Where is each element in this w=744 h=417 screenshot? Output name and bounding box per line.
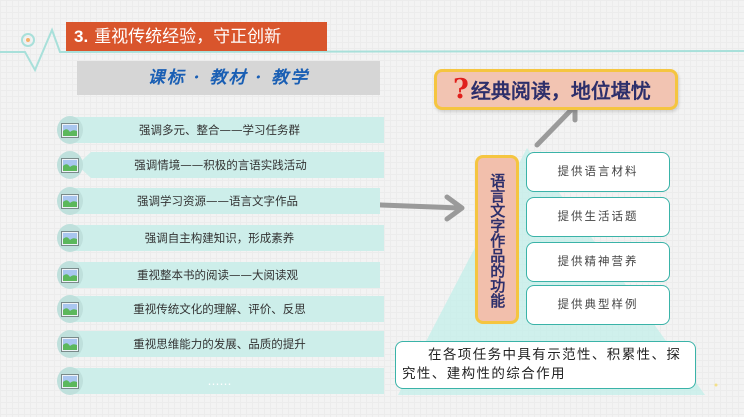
subtitle-bar: 课标 · 教材 · 教学 xyxy=(77,61,380,95)
summary-text: 在各项任务中具有示范性、积累性、探究性、建构性的综合作用 xyxy=(402,347,682,382)
section-title: 重视传统经验，守正创新 xyxy=(94,27,282,46)
question-mark-icon: ? xyxy=(453,74,469,105)
list-item: 重视传统文化的理解、评价、反思 xyxy=(57,295,384,323)
summary-box: 在各项任务中具有示范性、积累性、探究性、建构性的综合作用 xyxy=(395,341,696,389)
provide-item: 提供典型样例 xyxy=(526,285,670,325)
question-text: 经典阅读，地位堪忧 xyxy=(470,79,651,103)
provide-item: 提供精神营养 xyxy=(526,242,670,282)
list-item-label: 强调自主构建知识，形成素养 xyxy=(75,225,384,251)
heartbeat-line-decoration xyxy=(0,27,744,73)
list-item: 强调情境——积极的言语实践活动 xyxy=(57,151,384,179)
section-title-bar: 3. 重视传统经验，守正创新 xyxy=(66,22,327,51)
provide-item: 提供语言材料 xyxy=(526,152,670,192)
list-item: 强调自主构建知识，形成素养 xyxy=(57,224,384,252)
ellipsis-text: …… xyxy=(207,374,232,388)
image-icon xyxy=(57,295,83,323)
function-label-box: 语言文字作品的功能 xyxy=(475,155,519,324)
list-item-label: 重视思维能力的发展、品质的提升 xyxy=(75,331,384,357)
list-item: …… xyxy=(57,367,384,395)
image-icon xyxy=(57,261,83,289)
provide-item: 提供生活话题 xyxy=(526,197,670,237)
image-icon xyxy=(57,151,83,179)
image-icon xyxy=(57,116,83,144)
list-item-label: 强调学习资源——语言文字作品 xyxy=(75,188,380,214)
list-item-label: …… xyxy=(75,368,384,394)
list-item-label: 强调情境——积极的言语实践活动 xyxy=(77,152,384,178)
list-item-label: 重视整本书的阅读——大阅读观 xyxy=(75,262,380,288)
image-icon xyxy=(57,330,83,358)
list-item-label: 重视传统文化的理解、评价、反思 xyxy=(75,296,384,322)
list-item-label: 强调多元、整合——学习任务群 xyxy=(75,117,384,143)
list-item: 重视整本书的阅读——大阅读观 xyxy=(57,261,384,289)
image-icon xyxy=(57,187,83,215)
question-callout: ?经典阅读，地位堪忧 xyxy=(434,69,678,110)
list-item: 强调学习资源——语言文字作品 xyxy=(57,187,384,215)
list-item: 重视思维能力的发展、品质的提升 xyxy=(57,330,384,358)
arrow-up-right-icon xyxy=(534,103,578,148)
image-icon xyxy=(57,367,83,395)
image-icon xyxy=(57,224,83,252)
list-item: 强调多元、整合——学习任务群 xyxy=(57,116,384,144)
heartbeat-circle-decoration xyxy=(21,33,35,47)
section-number: 3. xyxy=(74,27,89,46)
